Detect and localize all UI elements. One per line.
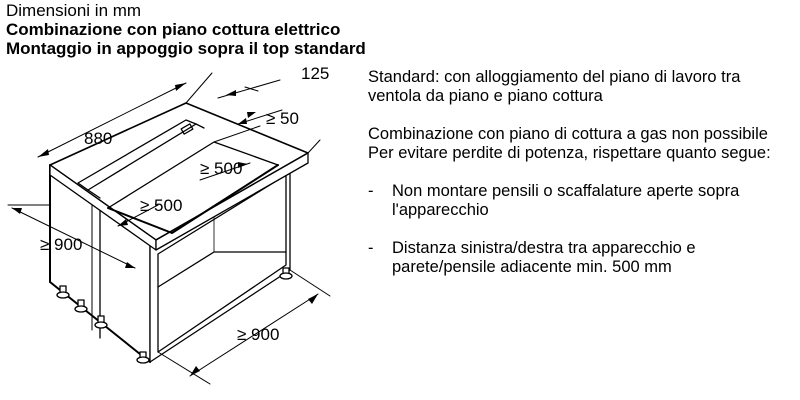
combination-title: Combinazione con piano cottura elettrico: [6, 20, 341, 39]
bullet-dash: -: [368, 239, 374, 257]
bullet-dash: -: [368, 182, 374, 200]
dim-min-900-bottom: ≥ 900: [237, 325, 279, 344]
base-cabinet: [49, 157, 293, 364]
bullet-text: Non montare pensili o scaffalature apert…: [392, 182, 740, 219]
dim-min-500-right: ≥ 500: [200, 159, 242, 178]
installation-notes: Standard: con alloggiamento del piano di…: [368, 68, 788, 277]
dim-880: 880: [84, 129, 112, 148]
note-bullet: - Distanza sinistra/destra tra apparecch…: [368, 239, 788, 277]
worktop: [49, 102, 309, 251]
note-power-loss: Per evitare perdite di potenza, rispetta…: [368, 144, 771, 162]
dim-125: 125: [301, 64, 329, 83]
note-standard: Standard: con alloggiamento del piano di…: [368, 68, 741, 105]
dim-min-500-front: ≥ 500: [140, 196, 182, 215]
dim-min-50: ≥ 50: [266, 109, 299, 128]
dimension-arrows: [12, 83, 318, 376]
note-bullet: - Non montare pensili o scaffalature ape…: [368, 182, 788, 220]
mounting-title: Montaggio in appoggio sopra il top stand…: [6, 39, 366, 58]
units-label: Dimensioni in mm: [6, 1, 142, 20]
diagram-heading: Dimensioni in mm Combinazione con piano …: [6, 1, 366, 58]
dim-min-900-left: ≥ 900: [40, 235, 82, 254]
note-gas-not-possible: Combinazione con piano di cottura a gas …: [368, 125, 768, 143]
bullet-text: Distanza sinistra/destra tra apparecchio…: [392, 239, 696, 276]
